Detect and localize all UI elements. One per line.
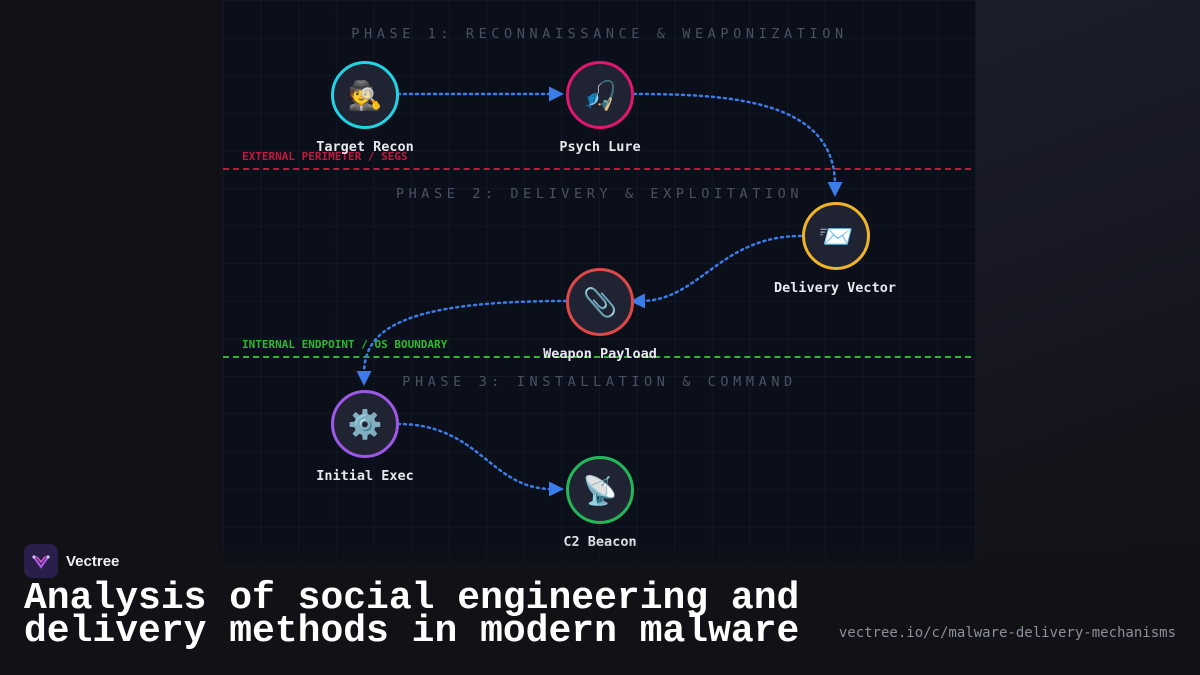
incoming-envelope-icon: 📨 <box>818 219 854 253</box>
brand-name: Vectree <box>66 552 120 570</box>
phase-2-heading: PHASE 2: DELIVERY & EXPLOITATION <box>395 186 804 202</box>
satellite-dish-icon: 📡 <box>582 473 618 507</box>
edge-weapon-payload-to-initial-exec <box>356 299 568 386</box>
edge-initial-exec-to-c2-beacon <box>396 422 564 497</box>
edge-delivery-vector-to-weapon-payload <box>630 234 803 309</box>
initial-exec-label: Initial Exec <box>316 468 414 484</box>
vectree-logo-icon <box>24 544 58 578</box>
psych-lure-node[interactable]: 🎣 <box>566 61 634 129</box>
external-perimeter-line <box>223 168 971 170</box>
initial-exec-node[interactable]: ⚙️ <box>331 390 399 458</box>
weapon-payload-node[interactable]: 📎 <box>566 268 634 336</box>
paperclip-icon: 📎 <box>582 285 618 319</box>
delivery-vector-node[interactable]: 📨 <box>802 202 870 270</box>
footer-fade <box>0 540 1200 675</box>
weapon-payload-label: Weapon Payload <box>543 346 657 362</box>
gear-icon: ⚙️ <box>347 407 383 441</box>
target-recon-node[interactable]: 🕵 <box>331 61 399 129</box>
edge-psych-lure-to-delivery-vector <box>632 92 843 197</box>
page-title: Analysis of social engineering and deliv… <box>24 577 800 653</box>
delivery-vector-label: Delivery Vector <box>774 280 896 296</box>
fishing-pole-icon: 🎣 <box>582 78 618 112</box>
source-url[interactable]: vectree.io/c/malware-delivery-mechanisms <box>838 625 1176 641</box>
brand[interactable]: Vectree <box>24 544 119 578</box>
internal-boundary-label: INTERNAL ENDPOINT / OS BOUNDARY <box>242 338 448 351</box>
phase-3-heading: PHASE 3: INSTALLATION & COMMAND <box>402 374 797 390</box>
external-perimeter-label: EXTERNAL PERIMETER / SEGS <box>242 150 408 163</box>
psych-lure-label: Psych Lure <box>559 139 641 155</box>
c2-beacon-node[interactable]: 📡 <box>566 456 634 524</box>
phase-1-heading: PHASE 1: RECONNAISSANCE & WEAPONIZATION <box>351 26 848 42</box>
detective-icon: 🕵 <box>347 78 383 112</box>
target-recon-label: Target Recon <box>316 139 414 155</box>
internal-boundary-line <box>223 356 971 358</box>
